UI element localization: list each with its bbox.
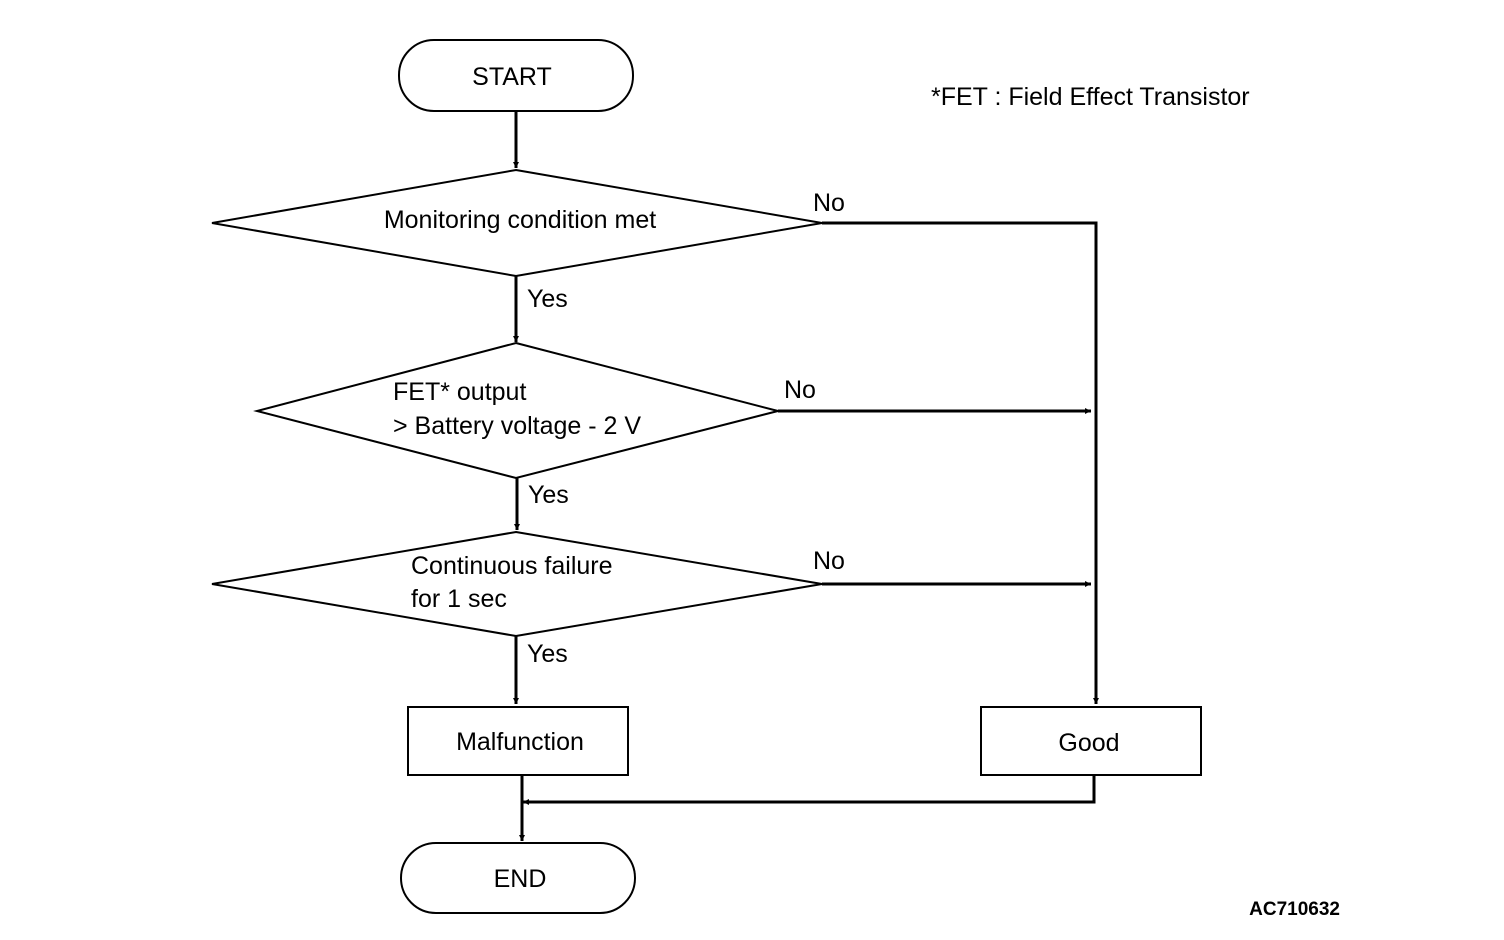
flow-monitoring-no: [822, 221, 1099, 704]
end-terminator: END: [400, 842, 636, 914]
good-box: Good: [980, 706, 1202, 776]
good-label: Good: [1058, 729, 1119, 757]
start-label: START: [472, 63, 552, 91]
label-yes-fet: Yes: [528, 481, 569, 509]
decision-continuous-failure: Continuous failure for 1 sec: [211, 530, 823, 638]
decision-continuous-line-1: Continuous failure: [411, 552, 613, 580]
malfunction-label: Malfunction: [456, 728, 584, 756]
connectors: [513, 111, 1099, 841]
label-yes-monitoring: Yes: [527, 285, 568, 313]
decision-monitoring-line-1: Monitoring condition met: [384, 206, 656, 234]
decision-fet-line-1: FET* output: [393, 378, 526, 406]
flow-good-to-end: [523, 776, 1096, 805]
decision-fet-line-2: > Battery voltage - 2 V: [393, 412, 641, 440]
decision-monitoring-condition: Monitoring condition met: [211, 168, 823, 278]
decision-fet-output: FET* output > Battery voltage - 2 V: [253, 341, 779, 480]
branch-labels: Yes Yes Yes No No No: [527, 189, 845, 668]
decision-continuous-line-2: for 1 sec: [411, 585, 507, 613]
drawing-code: AC710632: [1249, 899, 1340, 920]
label-no-fet: No: [784, 376, 816, 404]
malfunction-box: Malfunction: [407, 706, 629, 776]
end-label: END: [494, 865, 547, 893]
label-no-continuous: No: [813, 547, 845, 575]
start-terminator: START: [398, 39, 634, 112]
fet-footnote: *FET : Field Effect Transistor: [931, 83, 1250, 111]
label-no-monitoring: No: [813, 189, 845, 217]
label-yes-continuous: Yes: [527, 640, 568, 668]
